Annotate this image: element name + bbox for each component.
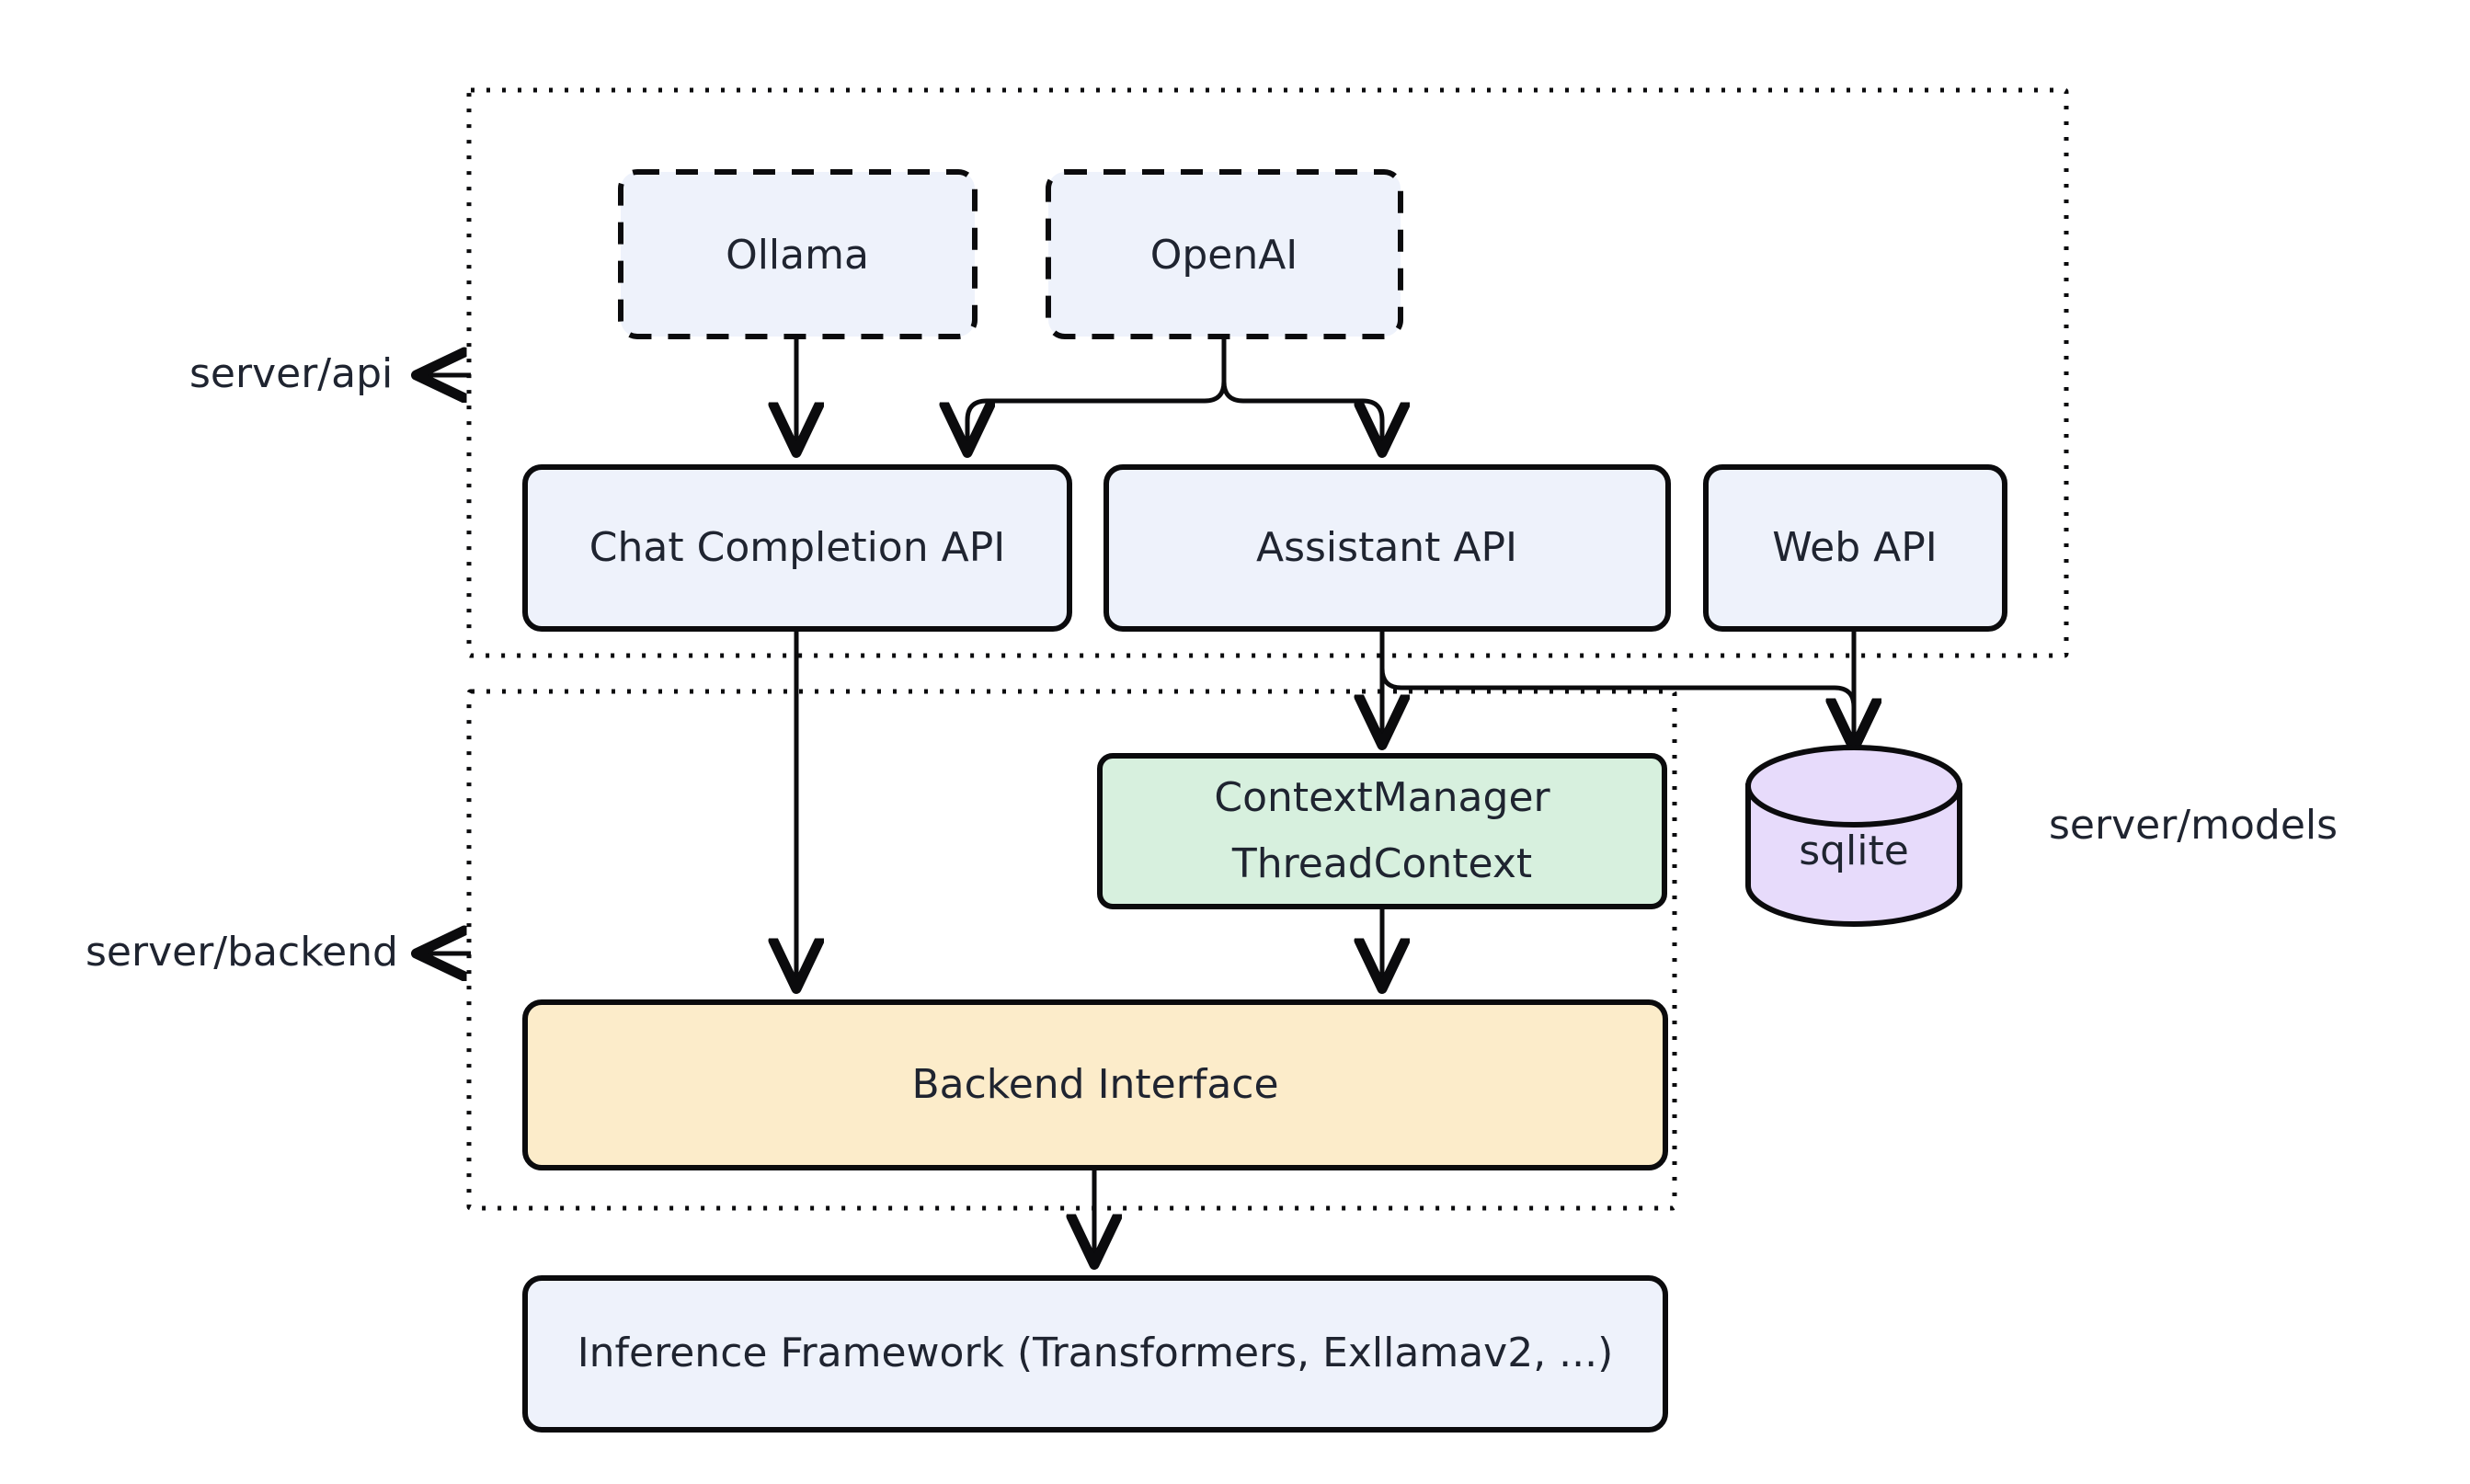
node-assistant-api-label: Assistant API [1256,524,1517,571]
node-web-api[interactable]: Web API [1703,464,2007,632]
node-ollama-box [618,169,978,339]
cluster-label-server-models-text: server/models [2049,802,2338,849]
cluster-label-server-models: server/models [2049,802,2338,849]
node-web-api-label: Web API [1772,524,1938,571]
cluster-server-api [466,87,2069,658]
node-inference-framework[interactable]: Inference Framework (Transformers, Exlla… [522,1275,1668,1433]
node-context-manager[interactable]: ContextManager ThreadContext [1097,753,1667,909]
edge-assistant-api-to-sqlite [1379,644,1854,747]
cluster-label-server-backend: server/backend [86,929,471,976]
node-sqlite-label: sqlite [1799,828,1909,874]
node-openai-box [1046,169,1403,339]
node-openai-label: OpenAI [1150,232,1298,279]
node-chat-completion-api-label: Chat Completion API [589,524,1005,571]
node-context-manager-label-line1: ContextManager [1214,774,1550,821]
node-inference-framework-label: Inference Framework (Transformers, Exlla… [577,1330,1614,1376]
node-sqlite[interactable]: sqlite [1745,745,1962,927]
node-assistant-api-box [1103,464,1671,632]
node-web-api-box [1703,464,2007,632]
node-backend-interface-label: Backend Interface [911,1061,1278,1108]
node-chat-completion-api-box [522,464,1072,632]
node-ollama[interactable]: Ollama [618,169,978,339]
node-openai[interactable]: OpenAI [1046,169,1403,339]
cluster-label-server-api-text: server/api [189,350,393,397]
node-context-manager-box [1097,753,1667,909]
node-chat-completion-api[interactable]: Chat Completion API [522,464,1072,632]
node-inference-framework-box [522,1275,1668,1433]
node-assistant-api[interactable]: Assistant API [1103,464,1671,632]
node-backend-interface-box [522,999,1668,1170]
node-backend-interface[interactable]: Backend Interface [522,999,1668,1170]
node-context-manager-label-line2: ThreadContext [1231,840,1532,887]
cluster-label-server-api: server/api [189,350,471,397]
node-sqlite-top [1745,745,1962,828]
node-ollama-label: Ollama [726,232,869,279]
edge-openai-to-chat-completion-api [967,337,1227,451]
edge-openai-to-assistant-api [1221,337,1382,451]
cluster-label-server-backend-text: server/backend [86,929,398,976]
